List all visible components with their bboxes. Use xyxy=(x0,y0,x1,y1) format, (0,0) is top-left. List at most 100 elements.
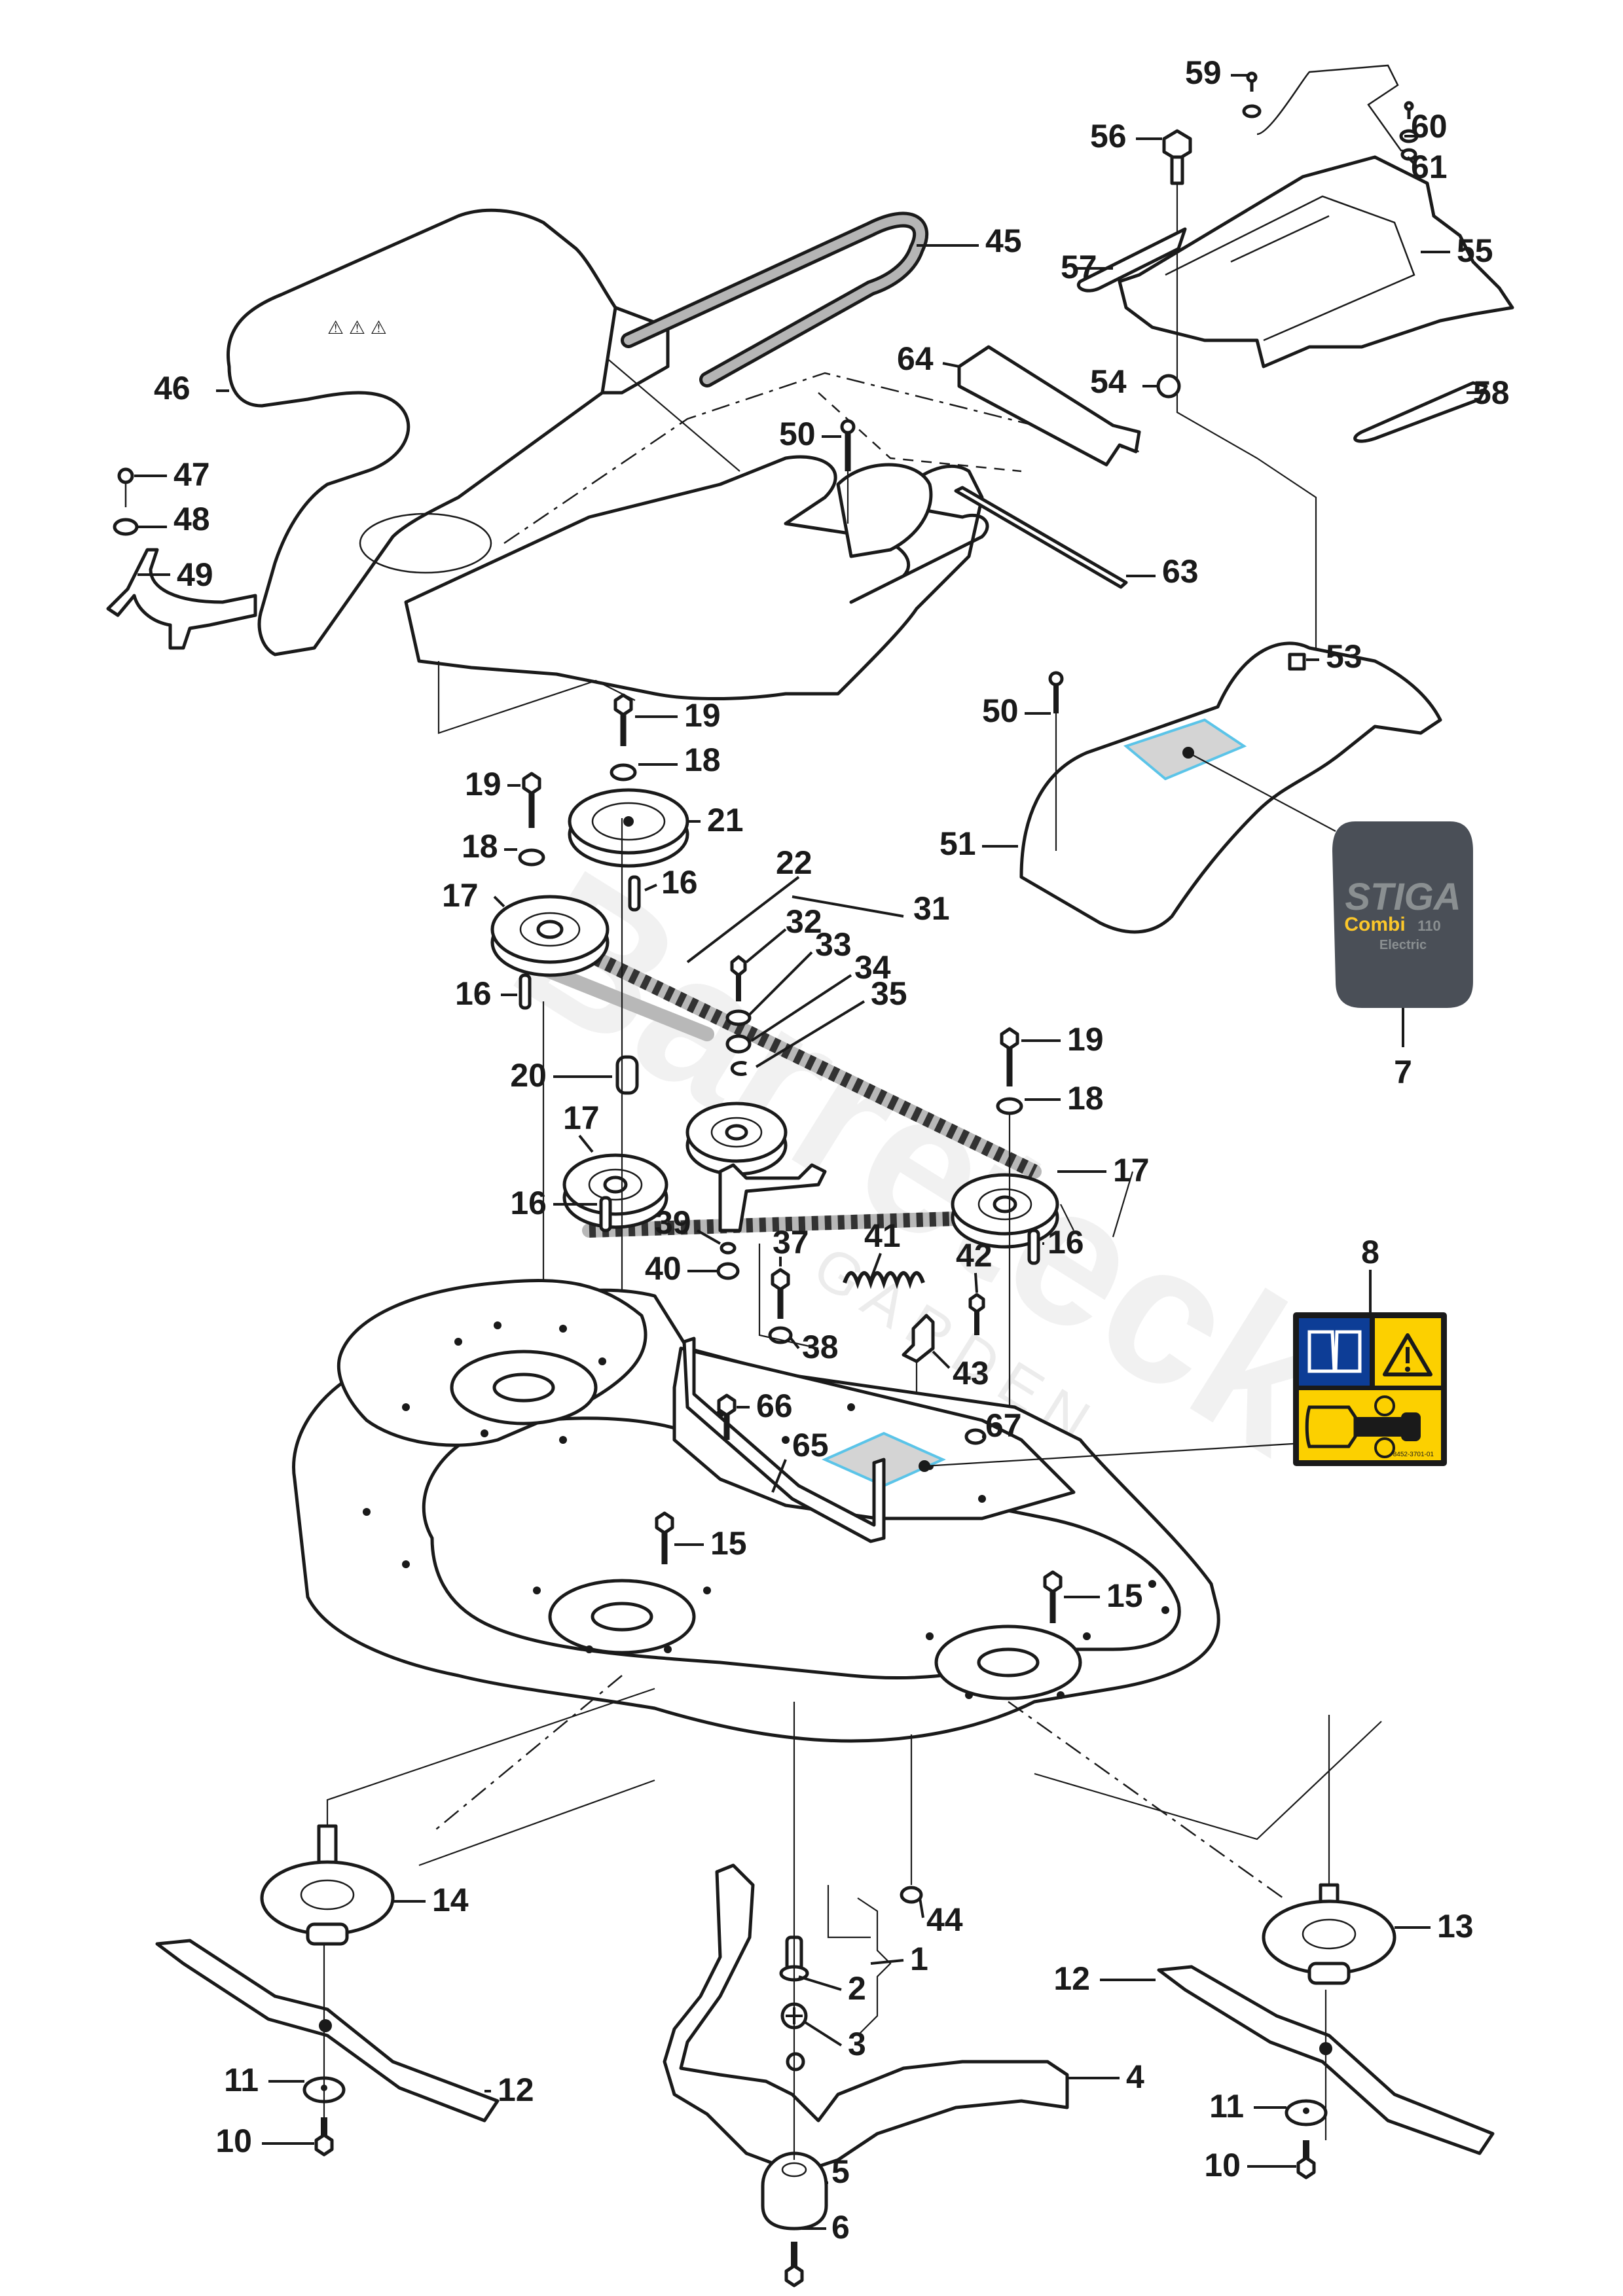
part-39-nut xyxy=(720,1242,737,1255)
callout-4[interactable]: 4 xyxy=(1126,2058,1144,2095)
callout-17[interactable]: 17 xyxy=(442,877,479,914)
callout-15[interactable]: 15 xyxy=(1106,1577,1143,1614)
part-67-nut xyxy=(964,1428,987,1445)
part-35-idler-pulley xyxy=(685,1102,788,1176)
part-21-pulley xyxy=(568,788,689,868)
callout-35[interactable]: 35 xyxy=(871,975,907,1012)
callout-leader-34 xyxy=(750,974,852,1042)
callout-7[interactable]: 7 xyxy=(1394,1054,1412,1090)
part-16-key-a xyxy=(628,875,641,912)
callout-38[interactable]: 38 xyxy=(802,1329,839,1365)
callout-19[interactable]: 19 xyxy=(465,766,501,802)
callout-37[interactable]: 37 xyxy=(773,1224,809,1261)
part-46-front-cover: ⚠ ⚠ ⚠ xyxy=(227,208,670,656)
part-41-spring xyxy=(843,1271,925,1289)
badge-model: Combi xyxy=(1344,914,1405,935)
badge-model-number: 110 xyxy=(1417,918,1441,934)
callout-44[interactable]: 44 xyxy=(926,1901,963,1938)
callout-58[interactable]: 58 xyxy=(1473,374,1510,411)
callout-31[interactable]: 31 xyxy=(913,890,950,927)
callout-67[interactable]: 67 xyxy=(985,1407,1022,1444)
callout-10[interactable]: 10 xyxy=(1204,2147,1241,2183)
callout-42[interactable]: 42 xyxy=(956,1237,993,1274)
part-63-rod xyxy=(954,486,1128,589)
callout-17[interactable]: 17 xyxy=(1113,1152,1150,1189)
callout-40[interactable]: 40 xyxy=(645,1250,682,1287)
callout-18[interactable]: 18 xyxy=(684,742,721,778)
callout-55[interactable]: 55 xyxy=(1457,232,1493,269)
callout-41[interactable]: 41 xyxy=(864,1217,901,1254)
callout-13[interactable]: 13 xyxy=(1437,1908,1474,1945)
callout-12[interactable]: 12 xyxy=(498,2072,534,2108)
callout-57[interactable]: 57 xyxy=(1061,249,1097,285)
callout-39[interactable]: 39 xyxy=(655,1204,691,1241)
callout-59[interactable]: 59 xyxy=(1185,54,1222,91)
callout-21[interactable]: 21 xyxy=(707,802,744,838)
callout-60[interactable]: 60 xyxy=(1411,108,1448,145)
callout-2[interactable]: 2 xyxy=(848,1970,866,2007)
callout-8[interactable]: 8 xyxy=(1361,1234,1379,1270)
part-10-bolt-right xyxy=(1296,2140,1316,2179)
badge-brand: STIGA xyxy=(1345,876,1461,918)
callout-22[interactable]: 22 xyxy=(776,844,812,881)
callout-16[interactable]: 16 xyxy=(455,975,492,1012)
part-45-drive-belt xyxy=(621,211,929,387)
callout-19[interactable]: 19 xyxy=(1067,1021,1104,1058)
part-16-key-d xyxy=(1027,1229,1040,1265)
part-40-nut xyxy=(716,1262,740,1280)
part-42-bolt xyxy=(968,1293,985,1335)
callout-18[interactable]: 18 xyxy=(1067,1080,1104,1117)
callout-54[interactable]: 54 xyxy=(1090,363,1127,400)
cover-warning-decal: ⚠ ⚠ ⚠ xyxy=(327,317,387,338)
callout-16[interactable]: 16 xyxy=(661,864,698,901)
part-35-circlip xyxy=(730,1061,747,1076)
callout-12[interactable]: 12 xyxy=(1053,1960,1090,1997)
callout-14[interactable]: 14 xyxy=(432,1882,469,1918)
callout-49[interactable]: 49 xyxy=(177,556,213,593)
callout-64[interactable]: 64 xyxy=(897,340,934,377)
callout-leader-31 xyxy=(792,895,904,918)
callout-11[interactable]: 11 xyxy=(224,2062,259,2098)
part-14-spindle-left xyxy=(260,1824,395,1946)
part-19-bolt-top xyxy=(613,693,633,746)
callout-61[interactable]: 61 xyxy=(1411,149,1448,185)
callout-5[interactable]: 5 xyxy=(831,2153,850,2190)
part-13-spindle-right xyxy=(1262,1883,1396,1985)
callout-47[interactable]: 47 xyxy=(173,456,210,493)
callout-56[interactable]: 56 xyxy=(1090,118,1127,154)
callout-17[interactable]: 17 xyxy=(563,1100,600,1136)
callout-16[interactable]: 16 xyxy=(510,1185,547,1221)
callout-45[interactable]: 45 xyxy=(985,223,1022,259)
callout-1[interactable]: 1 xyxy=(910,1941,928,1977)
read-manual-icon xyxy=(1307,1330,1362,1373)
callout-51[interactable]: 51 xyxy=(939,825,976,862)
callout-16[interactable]: 16 xyxy=(1048,1224,1084,1261)
callout-53[interactable]: 53 xyxy=(1326,638,1362,675)
part-54-nut xyxy=(1156,374,1181,399)
callout-43[interactable]: 43 xyxy=(953,1355,989,1391)
part-17-pulley-mid xyxy=(562,1153,668,1229)
callout-18[interactable]: 18 xyxy=(462,828,498,865)
callout-33[interactable]: 33 xyxy=(815,926,852,963)
callout-46[interactable]: 46 xyxy=(154,370,191,406)
part-4-roller-arm xyxy=(663,1863,1069,2175)
callout-leader-17 xyxy=(493,895,505,908)
callout-63[interactable]: 63 xyxy=(1162,553,1199,590)
callout-34[interactable]: 34 xyxy=(854,949,891,986)
callout-50[interactable]: 50 xyxy=(779,416,816,452)
callout-3[interactable]: 3 xyxy=(848,2026,866,2062)
callout-65[interactable]: 65 xyxy=(792,1427,829,1463)
callout-6[interactable]: 6 xyxy=(831,2209,850,2246)
callout-10[interactable]: 10 xyxy=(215,2123,252,2159)
part-19-bolt-left xyxy=(522,772,541,828)
callout-11[interactable]: 11 xyxy=(1209,2088,1244,2125)
callout-15[interactable]: 15 xyxy=(710,1525,747,1562)
callout-48[interactable]: 48 xyxy=(173,501,210,537)
callout-19[interactable]: 19 xyxy=(684,697,721,734)
callout-20[interactable]: 20 xyxy=(510,1057,547,1094)
part-66-bolt xyxy=(717,1393,737,1440)
part-44-nut xyxy=(900,1886,923,1904)
callout-32[interactable]: 32 xyxy=(786,903,822,940)
callout-50[interactable]: 50 xyxy=(982,692,1019,729)
callout-66[interactable]: 66 xyxy=(756,1388,793,1424)
